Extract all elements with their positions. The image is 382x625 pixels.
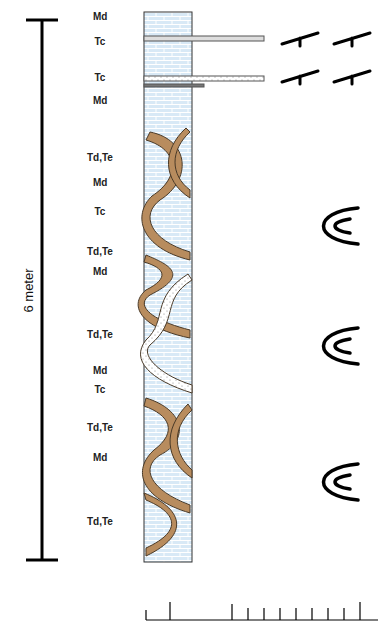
fold-symbol bbox=[324, 208, 359, 500]
facies-label: Td,Te bbox=[87, 517, 113, 527]
facies-label: Tc bbox=[95, 385, 106, 395]
facies-label: Td,Te bbox=[87, 423, 113, 433]
facies-label: Md bbox=[93, 12, 107, 22]
scale-label: 6 meter bbox=[22, 266, 35, 314]
slump-folds bbox=[138, 128, 192, 556]
facies-label: Md bbox=[93, 267, 107, 277]
facies-label: Td,Te bbox=[87, 330, 113, 340]
facies-label: Td,Te bbox=[87, 153, 113, 163]
facies-label: Md bbox=[93, 178, 107, 188]
thin-beds bbox=[144, 36, 264, 87]
facies-label: Md bbox=[93, 366, 107, 376]
facies-label: Md bbox=[93, 453, 107, 463]
facies-label: Tc bbox=[95, 73, 106, 83]
facies-label: Td,Te bbox=[87, 247, 113, 257]
ripple-symbol bbox=[282, 33, 370, 84]
facies-label: Tc bbox=[95, 37, 106, 47]
facies-label: Md bbox=[93, 96, 107, 106]
facies-label: Tc bbox=[95, 207, 106, 217]
grain-size-axis bbox=[146, 602, 378, 620]
